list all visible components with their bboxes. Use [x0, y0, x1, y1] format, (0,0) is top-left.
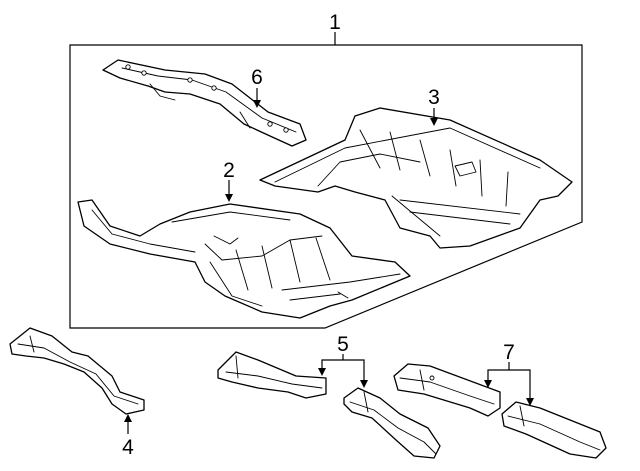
callout-5: 5: [337, 333, 349, 356]
assembly-frame: [69, 44, 583, 329]
part-5-seat-crossmember-upper[interactable]: [217, 351, 327, 399]
part-7-rear-crossmember-upper[interactable]: [393, 363, 501, 417]
callout-3: 3: [428, 86, 440, 109]
part-2-front-floor-pan[interactable]: [77, 199, 411, 319]
part-6-crossmember-bracket[interactable]: [102, 59, 307, 147]
part-3-rear-floor-pan[interactable]: [259, 107, 573, 249]
callout-7: 7: [503, 341, 515, 364]
part-4-front-crossmember[interactable]: [9, 327, 145, 415]
callout-4: 4: [122, 436, 134, 459]
callout-2: 2: [223, 159, 235, 182]
callout-6: 6: [251, 66, 263, 89]
part-5-seat-crossmember-lower[interactable]: [343, 387, 441, 459]
callout-1: 1: [329, 11, 341, 34]
leader-lines: [124, 32, 534, 434]
part-7-rear-crossmember-lower[interactable]: [501, 401, 607, 459]
